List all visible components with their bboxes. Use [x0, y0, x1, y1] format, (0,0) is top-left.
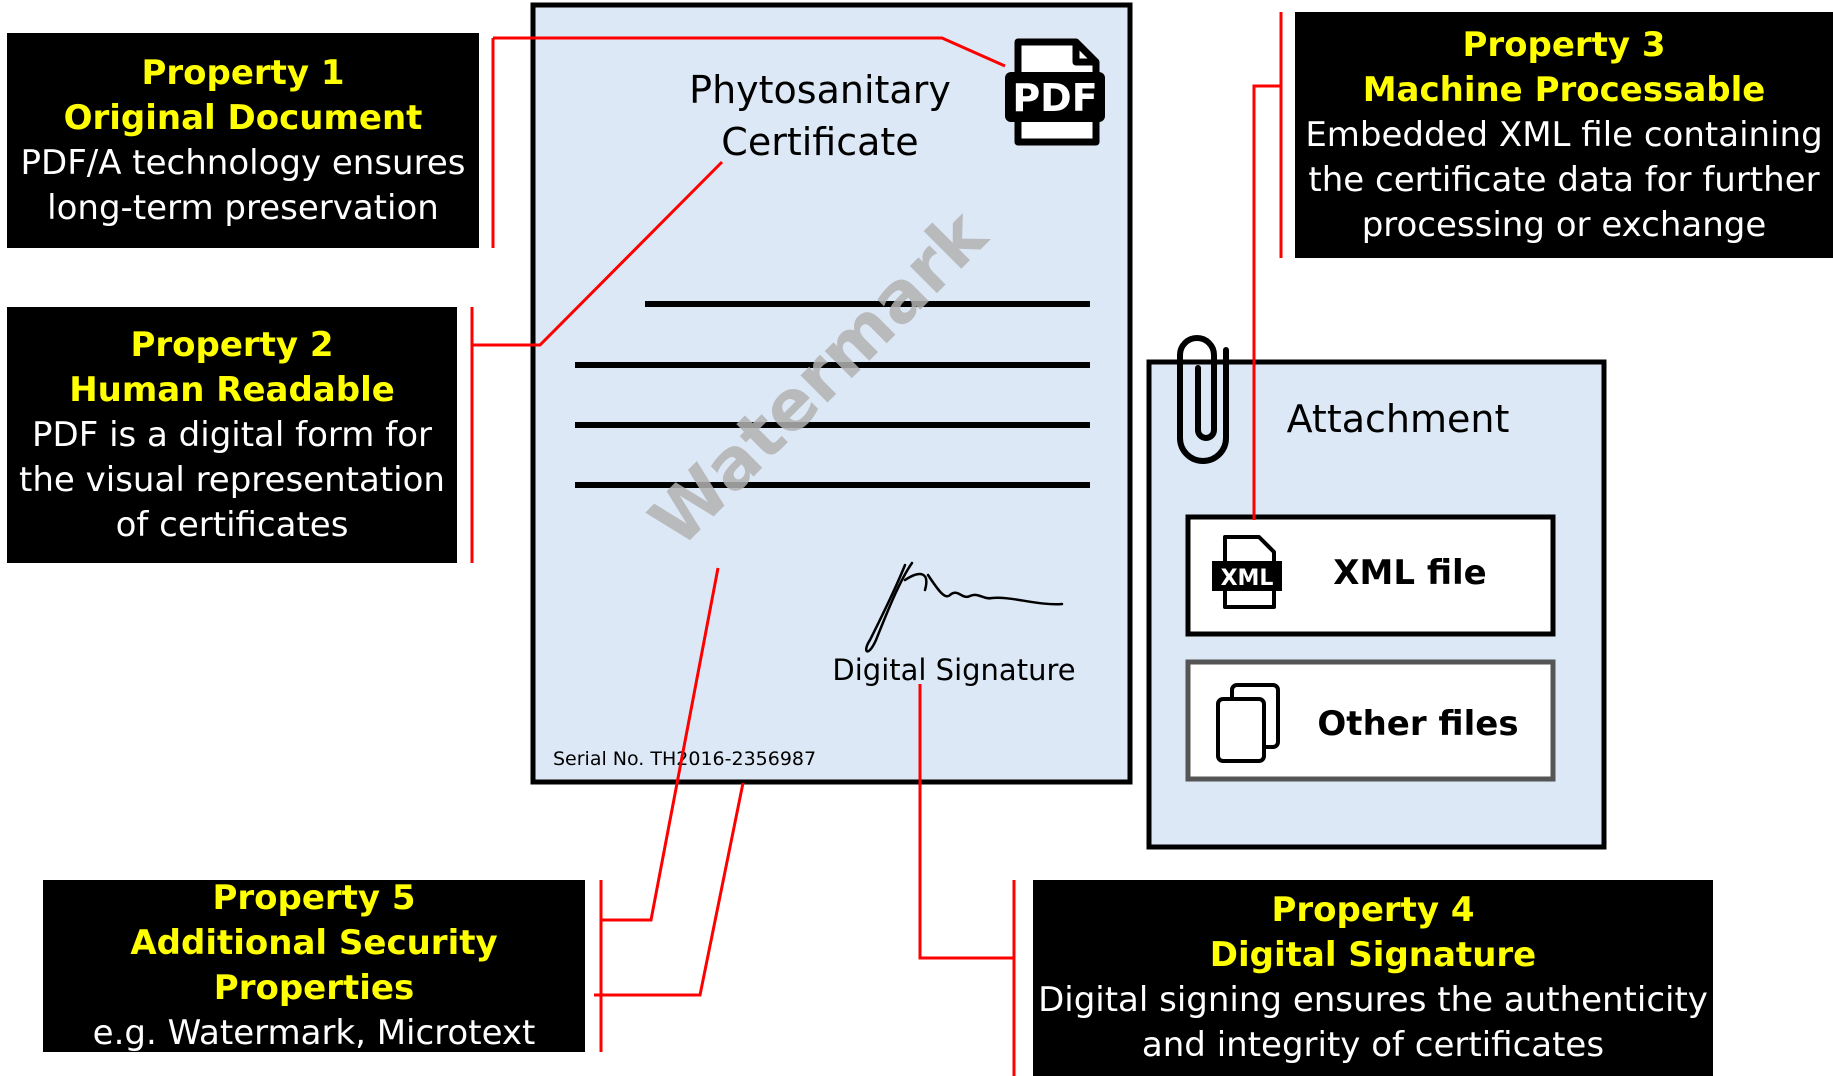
property-5-title: Property 5 — [212, 878, 416, 918]
connector-property-1 — [491, 36, 1006, 248]
property-3-line: Embedded XML file containing — [1305, 114, 1823, 155]
attachment-panel: Attachment XML XML file Other files — [1146, 335, 1607, 850]
connector-property-2 — [470, 160, 724, 563]
property-2-line: the visual representation — [19, 459, 445, 500]
property-1-subtitle: Original Document — [63, 97, 423, 138]
connector-property-5 — [594, 567, 745, 1052]
connector-property-4 — [918, 684, 1016, 1076]
property-2-line: PDF is a digital form for — [32, 414, 432, 455]
property-2-title: Property 2 — [130, 324, 334, 365]
pdf-icon: PDF — [1005, 38, 1105, 146]
property-4-line: Digital signing ensures the authenticity — [1038, 980, 1708, 1020]
property-3-title: Property 3 — [1462, 24, 1666, 65]
property-1-box: Property 1 Original Document PDF/A techn… — [7, 33, 479, 248]
property-2-line: of certificates — [115, 504, 349, 545]
copy-files-icon — [1216, 683, 1280, 763]
xml-icon-label: XML — [1221, 566, 1274, 591]
property-3-line: the certificate data for further — [1308, 159, 1820, 200]
property-5-box: Property 5 Additional Security Propertie… — [43, 878, 585, 1053]
certificate-title-line2: Certificate — [721, 120, 918, 164]
connectors — [470, 12, 1283, 1076]
property-2-box: Property 2 Human Readable PDF is a digit… — [7, 307, 457, 563]
certificate-title-line1: Phytosanitary — [689, 68, 951, 112]
attachment-item-xml-label: XML file — [1333, 553, 1486, 593]
connector-property-3 — [1252, 12, 1283, 520]
property-4-title: Property 4 — [1271, 890, 1475, 930]
attachment-item-other[interactable]: Other files — [1185, 659, 1556, 782]
property-1-title: Property 1 — [141, 52, 345, 93]
property-5-line: e.g. Watermark, Microtext — [92, 1013, 536, 1053]
attachment-item-xml[interactable]: XML XML file — [1185, 514, 1556, 637]
property-1-line: PDF/A technology ensures — [20, 142, 466, 183]
attachment-item-other-label: Other files — [1317, 704, 1518, 744]
property-2-subtitle: Human Readable — [69, 369, 395, 410]
pdf-icon-label: PDF — [1012, 76, 1097, 120]
property-4-box: Property 4 Digital Signature Digital sig… — [1033, 880, 1713, 1076]
property-3-box: Property 3 Machine Processable Embedded … — [1295, 12, 1833, 258]
signature-scribble — [865, 561, 1064, 653]
property-4-subtitle: Digital Signature — [1209, 935, 1537, 975]
property-5-subtitle: Additional Security Properties — [130, 923, 498, 1008]
xml-file-icon: XML — [1212, 535, 1282, 609]
signature-label: Digital Signature — [832, 653, 1075, 687]
serial-number: Serial No. TH2016-2356987 — [553, 748, 816, 770]
property-3-line: processing or exchange — [1361, 204, 1767, 245]
property-3-subtitle: Machine Processable — [1362, 69, 1766, 110]
attachment-title: Attachment — [1287, 397, 1510, 441]
property-4-line: and integrity of certificates — [1141, 1025, 1605, 1065]
text-lines — [575, 301, 1090, 488]
certificate-document: Phytosanitary Certificate PDF Watermark … — [530, 2, 1133, 785]
property-1-line: long-term preservation — [47, 187, 439, 228]
paperclip-icon — [1177, 335, 1229, 464]
